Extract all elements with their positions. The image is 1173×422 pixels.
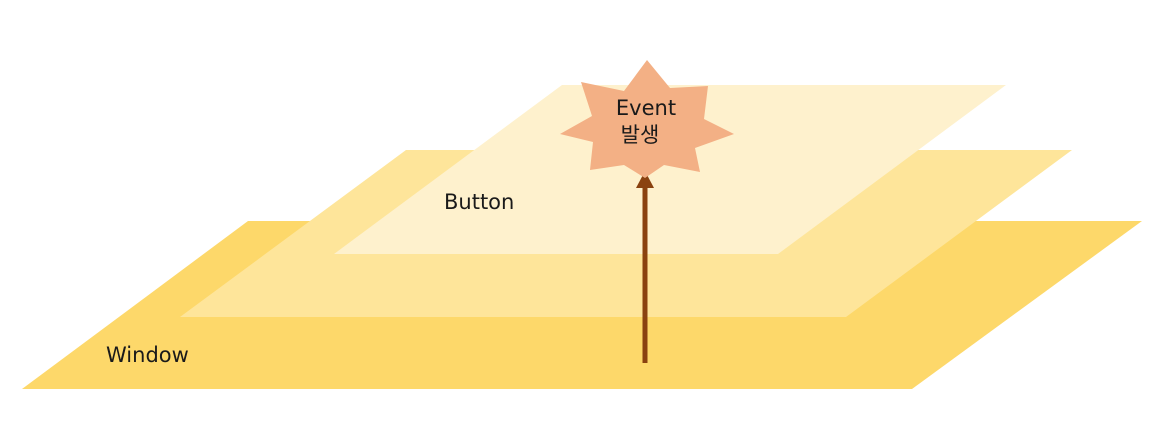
window-label: Window xyxy=(106,343,189,367)
event-label-line2: 발생 xyxy=(621,123,660,147)
event-label-line1: Event xyxy=(616,96,676,120)
event-burst-icon xyxy=(560,60,734,178)
button-label: Button xyxy=(444,190,514,214)
button-layer xyxy=(334,85,1006,254)
event-flow-arrowhead-icon xyxy=(636,171,654,188)
